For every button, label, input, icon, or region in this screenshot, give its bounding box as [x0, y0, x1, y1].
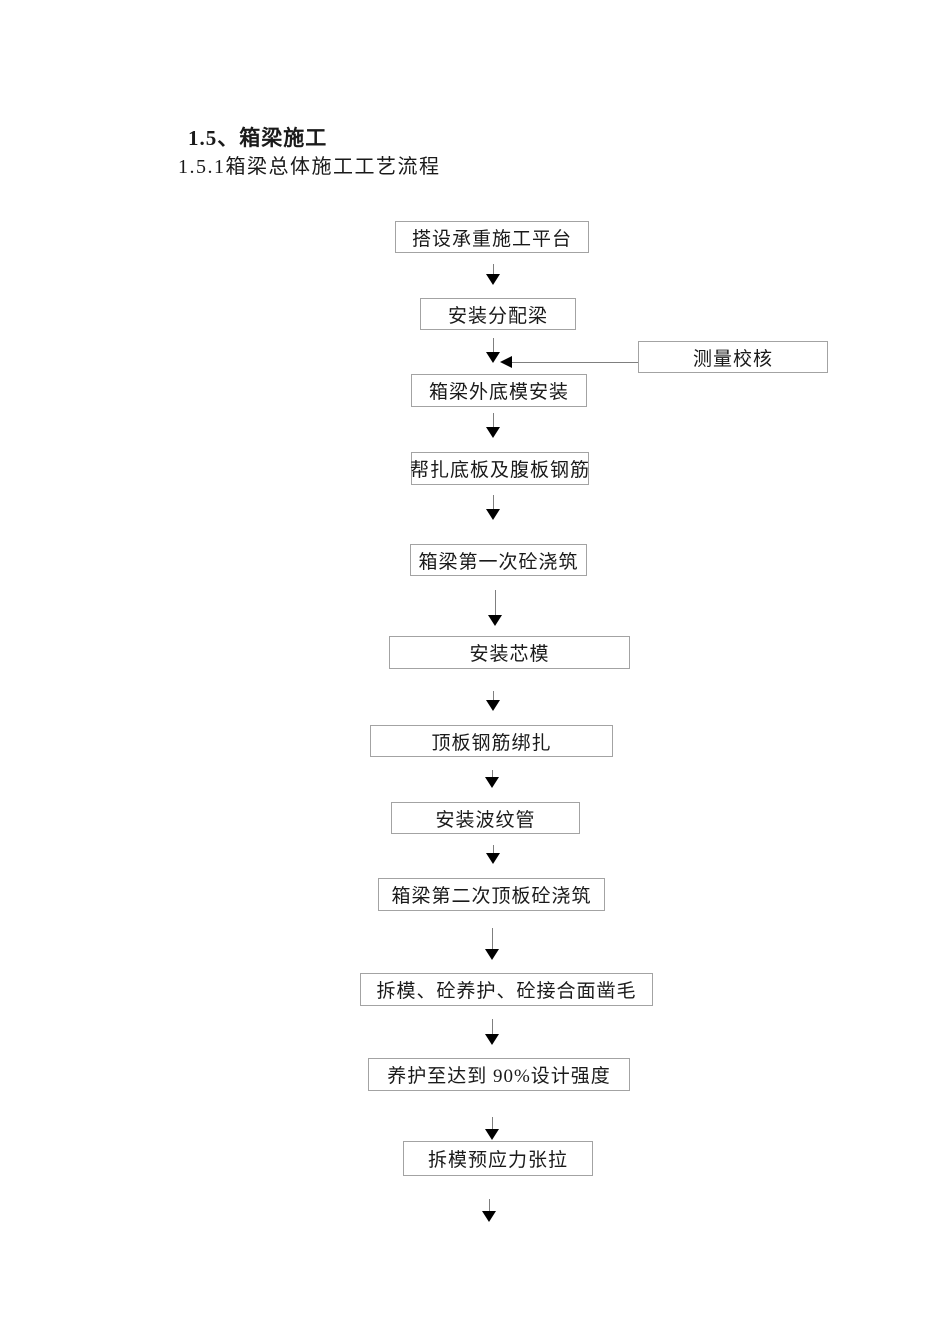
flow-step-tie-bottom-web-rebar: 帮扎底板及腹板钢筋	[410, 452, 589, 485]
arrow-shaft	[492, 845, 494, 853]
flow-step-survey-check: 测量校核	[638, 341, 828, 373]
arrow-shaft	[492, 264, 494, 274]
flow-step-outer-bottom-formwork: 箱梁外底模安装	[411, 374, 587, 407]
arrow-head	[485, 949, 499, 960]
arrow-down-icon	[486, 338, 500, 363]
arrow-shaft	[492, 691, 494, 700]
arrow-down-icon	[486, 413, 500, 438]
arrow-down-icon	[482, 1199, 496, 1222]
flow-step-cure-to-90-percent: 养护至达到 90%设计强度	[368, 1058, 630, 1091]
arrow-down-icon	[485, 1019, 499, 1045]
section-title: 1.5、箱梁施工	[188, 126, 328, 150]
flow-step-install-distribution-beam: 安装分配梁	[420, 298, 576, 330]
arrow-head	[485, 1129, 499, 1140]
flow-step-strip-cure-roughen: 拆模、砼养护、砼接合面凿毛	[360, 973, 653, 1006]
arrow-head	[486, 509, 500, 520]
arrow-head	[486, 700, 500, 711]
arrow-down-icon	[485, 770, 499, 788]
arrow-head	[486, 853, 500, 864]
arrow-down-icon	[486, 691, 500, 711]
arrow-head	[486, 274, 500, 285]
arrow-shaft	[491, 1117, 493, 1129]
arrow-left-icon	[500, 356, 512, 368]
flow-step-build-platform: 搭设承重施工平台	[395, 221, 589, 253]
arrow-down-icon	[486, 845, 500, 864]
flow-step-second-concrete-pour: 箱梁第二次顶板砼浇筑	[378, 878, 605, 911]
flow-step-top-slab-rebar: 顶板钢筋绑扎	[370, 725, 613, 757]
arrow-shaft	[492, 495, 494, 509]
arrow-head	[485, 1034, 499, 1045]
arrow-shaft	[488, 1199, 490, 1211]
arrow-head	[486, 352, 500, 363]
arrow-down-icon	[485, 928, 499, 960]
arrow-head	[488, 615, 502, 626]
arrow-shaft	[492, 338, 494, 352]
arrow-down-icon	[488, 590, 502, 626]
flow-step-first-concrete-pour: 箱梁第一次砼浇筑	[410, 544, 587, 576]
arrow-shaft	[494, 590, 496, 615]
arrow-head	[482, 1211, 496, 1222]
arrow-shaft	[491, 928, 493, 949]
arrow-shaft	[492, 413, 494, 427]
arrow-head	[485, 777, 499, 788]
arrow-head	[486, 427, 500, 438]
arrow-shaft	[491, 1019, 493, 1034]
flow-step-install-core-mold: 安装芯模	[389, 636, 630, 669]
flow-step-prestress-tensioning: 拆模预应力张拉	[403, 1141, 593, 1176]
arrow-down-icon	[486, 495, 500, 520]
flow-step-install-corrugated-pipe: 安装波纹管	[391, 802, 580, 834]
connector-line	[512, 362, 638, 363]
arrow-shaft	[491, 770, 493, 777]
section-subtitle: 1.5.1箱梁总体施工工艺流程	[178, 156, 441, 178]
arrow-down-icon	[486, 264, 500, 285]
arrow-down-icon	[485, 1117, 499, 1140]
